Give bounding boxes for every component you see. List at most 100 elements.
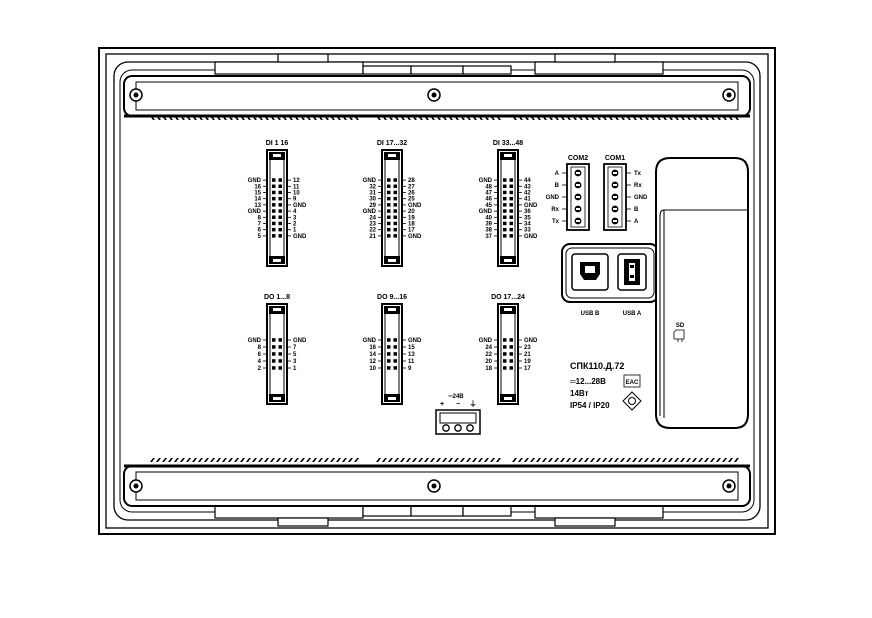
vent-slot: [204, 458, 209, 462]
pin-label-left: GND: [479, 209, 493, 215]
vent-slot: [288, 458, 293, 462]
screw-bottom-left: [129, 479, 143, 493]
vent-slot: [204, 116, 209, 120]
vent-slot: [388, 458, 393, 462]
usb-b-port: [571, 253, 609, 291]
pin-label-right: 5: [293, 352, 297, 358]
vent-slot: [436, 458, 441, 462]
pin-label-left: 21: [369, 234, 376, 240]
vent-slot: [264, 116, 269, 120]
pin-label-right: GND: [293, 338, 307, 344]
pin-label-right: 20: [408, 209, 415, 215]
pin-label-left: GND: [363, 209, 377, 215]
vent-slot: [246, 116, 251, 120]
vent-slot: [210, 458, 215, 462]
screw-top-right: [722, 88, 736, 102]
pin-label-right: 35: [524, 215, 531, 221]
pin: [272, 352, 276, 356]
pin: [278, 345, 282, 349]
pin-label-left: 2: [258, 366, 262, 372]
pin-label-left: 22: [485, 352, 492, 358]
pin: [509, 178, 513, 182]
pin-label-left: GND: [479, 338, 493, 344]
vent-slot: [330, 458, 335, 462]
vent-slot: [342, 116, 347, 120]
pin: [272, 338, 276, 342]
pin-label-left: GND: [248, 338, 262, 344]
vent-slot: [650, 458, 655, 462]
vent-slot: [294, 116, 299, 120]
pin-label-right: GND: [408, 234, 422, 240]
vent-slot: [448, 116, 453, 120]
pin-label-left: 48: [485, 184, 492, 190]
vent-slot: [348, 116, 353, 120]
vent-slot: [318, 458, 323, 462]
com-pin-label: B: [634, 207, 639, 213]
vent-slot: [394, 458, 399, 462]
pin: [503, 221, 507, 226]
vent-slot: [336, 458, 341, 462]
pin-label-right: 41: [524, 197, 531, 203]
vent-slot: [174, 116, 179, 120]
connector-title: DO 9...16: [377, 294, 407, 301]
pin-label-right: 42: [524, 191, 531, 197]
vent-slot: [524, 116, 529, 120]
pin-label-left: 24: [369, 215, 376, 221]
eac-mark-text: EAC: [626, 380, 639, 386]
vent-slot: [240, 458, 245, 462]
vent-slot: [282, 458, 287, 462]
vent-slot: [554, 458, 559, 462]
pin: [393, 352, 397, 356]
vent-slot: [656, 116, 661, 120]
vent-slot: [602, 458, 607, 462]
vent-slot: [162, 116, 167, 120]
model-label-block: СПК110.Д.72 ═12...28В 14Вт IP54 / IP20: [569, 361, 624, 410]
vent-slot: [512, 458, 517, 462]
vent-slot: [734, 458, 739, 462]
diamond-mark-icon: [622, 391, 642, 411]
connector-title: DO 1...8: [264, 294, 290, 301]
pin: [503, 234, 507, 238]
com-pin-label: GND: [634, 195, 648, 201]
pin-label-left: 46: [485, 197, 492, 203]
pin-label-right: GND: [524, 234, 538, 240]
vent-slot: [412, 458, 417, 462]
pin-label-left: 5: [258, 234, 262, 240]
pin: [278, 190, 282, 195]
pin-label-left: 8: [258, 215, 262, 221]
pin-label-left: GND: [479, 178, 493, 184]
pin-label-right: 23: [524, 345, 531, 351]
vent-slot: [222, 116, 227, 120]
com-pin-label: A: [555, 171, 560, 177]
vent-slot: [536, 116, 541, 120]
vent-slot: [620, 458, 625, 462]
vent-slot: [704, 458, 709, 462]
vent-slot: [246, 458, 251, 462]
vent-slot: [270, 458, 275, 462]
pin-label-left: 47: [485, 191, 492, 197]
usb-b-label: USB B: [581, 311, 600, 317]
pin-label-right: GND: [408, 203, 422, 209]
pin-label-right: 13: [408, 352, 415, 358]
pin: [272, 345, 276, 349]
pin-label-left: 16: [254, 184, 261, 190]
vent-slot: [418, 458, 423, 462]
vent-slot: [662, 116, 667, 120]
pin-label-right: 4: [293, 209, 297, 215]
pin-label-left: GND: [363, 338, 377, 344]
pin: [503, 209, 507, 213]
pin-label-right: 7: [293, 345, 297, 351]
vent-slot: [626, 458, 631, 462]
vent-slot: [336, 116, 341, 120]
vent-slot: [638, 116, 643, 120]
vent-slot: [496, 458, 501, 462]
pin: [272, 184, 276, 188]
vent-slot: [710, 458, 715, 462]
pin-label-right: 10: [293, 191, 300, 197]
power-plus-sign: +: [440, 401, 444, 408]
pin-label-right: 1: [293, 228, 297, 234]
vent-slot: [424, 116, 429, 120]
vent-slot: [382, 458, 387, 462]
pin-label-left: 32: [369, 184, 376, 190]
